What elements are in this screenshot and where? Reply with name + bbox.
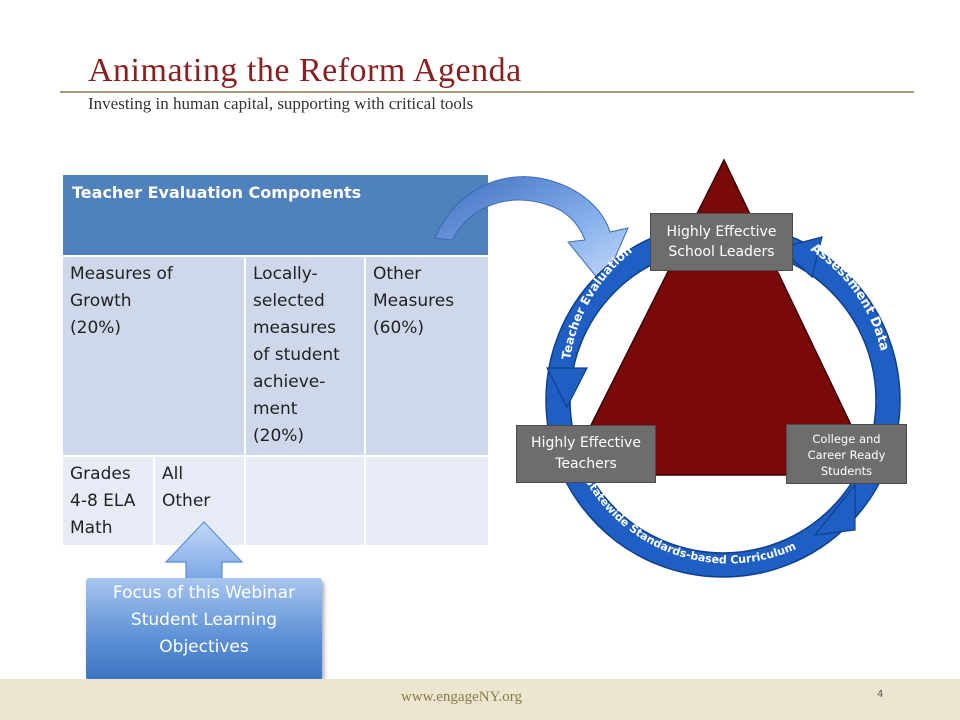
cell-line: of student xyxy=(253,345,340,365)
cell-line: Other xyxy=(162,491,211,511)
cell-line: Locally- xyxy=(253,264,318,284)
reform-cycle-diagram: Teacher Evaluation Assessment Data State… xyxy=(545,158,901,578)
label-school-leaders: Highly Effective School Leaders xyxy=(650,213,793,271)
label-teachers: Highly Effective Teachers xyxy=(516,425,656,483)
title-divider xyxy=(60,91,914,93)
label-line: College and xyxy=(812,432,881,446)
label-line: Students xyxy=(820,464,873,478)
cell-line: Measures xyxy=(373,291,455,311)
label-students: College and Career Ready Students xyxy=(786,424,907,484)
cell-empty-local xyxy=(246,457,364,545)
cell-line: selected xyxy=(253,291,325,311)
footer-bar: www.engageNY.org 4 xyxy=(0,679,960,720)
slide-title: Animating the Reform Agenda xyxy=(88,52,522,89)
cell-line: ment xyxy=(253,399,298,419)
cell-line: achieve- xyxy=(253,372,326,392)
cell-empty-other xyxy=(366,457,488,545)
cell-locally-selected-measures: Locally- selected measures of student ac… xyxy=(246,257,364,455)
footer-url[interactable]: www.engageNY.org xyxy=(401,689,522,705)
curved-arrow-icon xyxy=(434,176,629,286)
cell-all-other: All Other xyxy=(155,457,244,545)
label-line: Highly Effective xyxy=(531,435,641,451)
cell-line: measures xyxy=(253,318,336,338)
label-line: Highly Effective xyxy=(666,224,777,240)
focus-line: Focus of this Webinar xyxy=(112,583,296,603)
label-line: Teachers xyxy=(555,456,617,472)
cell-line: Growth xyxy=(70,291,132,311)
slide-subtitle: Investing in human capital, supporting w… xyxy=(88,94,474,113)
cell-grades-4-8: Grades 4-8 ELA Math xyxy=(63,457,153,545)
ring-arrowhead-bottom-icon xyxy=(813,483,856,536)
table-header-label: Teacher Evaluation Components xyxy=(72,183,362,202)
page-number: 4 xyxy=(877,689,884,700)
table-header: Teacher Evaluation Components xyxy=(63,175,488,255)
cell-line: (20%) xyxy=(253,426,305,446)
focus-line: Objectives xyxy=(159,637,249,657)
cell-measures-of-growth: Measures of Growth (20%) xyxy=(63,257,244,455)
ring-arrowhead-left-icon xyxy=(546,367,588,409)
cell-other-measures: Other Measures (60%) xyxy=(366,257,488,455)
cell-line: Math xyxy=(70,518,113,538)
label-line: Career Ready xyxy=(807,448,886,462)
cell-line: (60%) xyxy=(373,318,425,338)
reform-triangle xyxy=(564,158,877,476)
label-line: School Leaders xyxy=(668,244,775,260)
cell-line: Other xyxy=(373,264,422,284)
cell-line: 4-8 ELA xyxy=(70,491,136,511)
cell-line: (20%) xyxy=(70,318,122,338)
arc-label-curriculum: Statewide Standards-based Curriculum xyxy=(582,475,797,567)
cell-line: Grades xyxy=(70,464,131,484)
up-arrow-icon xyxy=(164,521,244,581)
teacher-evaluation-table: Teacher Evaluation Components Measures o… xyxy=(63,175,488,545)
cell-line: All xyxy=(162,464,184,484)
focus-line: Student Learning xyxy=(130,610,278,630)
cell-line: Measures of xyxy=(70,264,173,284)
focus-callout: Focus of this Webinar Student Learning O… xyxy=(86,578,322,680)
